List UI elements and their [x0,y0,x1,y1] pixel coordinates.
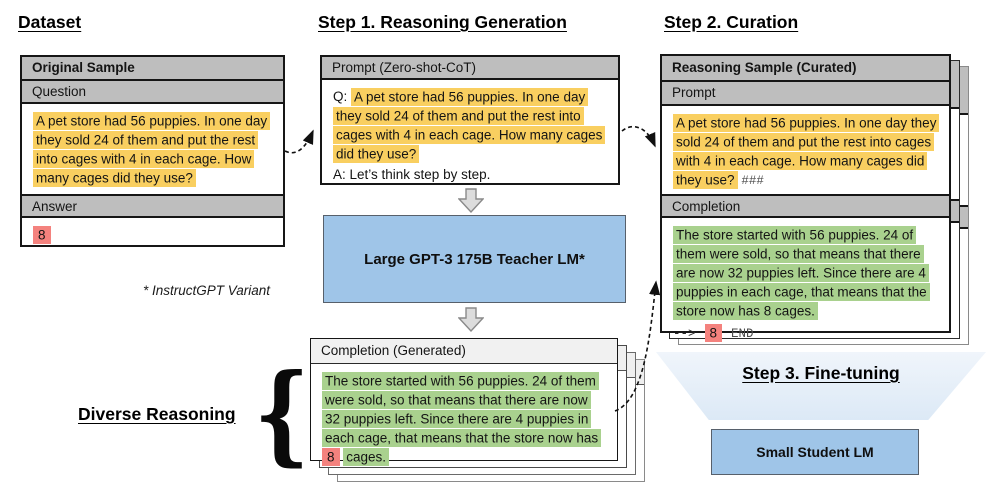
generated-answer-value: 8 [322,447,340,466]
curated-completion-label: Completion [662,194,949,218]
curated-prompt-body: A pet store had 56 puppies. In one day t… [662,106,949,196]
generated-completion-card: Completion (Generated) The store started… [310,338,618,466]
teacher-lm-box: Large GPT-3 175B Teacher LM* [323,215,626,303]
left-brace-glyph: { [253,351,310,477]
generated-reasoning-tail: cages. [343,447,390,466]
generated-card-body: The store started with 56 puppies. 24 of… [311,364,617,473]
teacher-footnote: * InstructGPT Variant [143,283,271,298]
answer-body: 8 [22,218,283,251]
answer-arrow: --> [673,327,696,341]
dashed-arrow-step1-to-step2 [621,125,656,148]
curated-sample-card: Reasoning Sample (Curated) Prompt A pet … [660,54,951,342]
original-sample-title: Original Sample [22,57,283,81]
answer-value: 8 [33,225,51,244]
question-label: Question [22,81,283,104]
curated-prompt-text: A pet store had 56 puppies. In one day t… [673,113,940,189]
generated-card-title: Completion (Generated) [311,339,617,364]
q-prefix: Q: [333,89,348,104]
step2-heading: Step 2. Curation [664,12,799,32]
diverse-reasoning-label: Diverse Reasoning [78,404,236,424]
curated-answer-value: 8 [704,323,723,342]
curated-reasoning-text: The store started with 56 puppies. 24 of… [673,225,930,320]
end-token: END [731,327,754,341]
zero-shot-cot-prompt-card: Prompt (Zero-shot-CoT) Q: A pet store ha… [320,55,620,185]
down-arrow-icon [458,307,484,332]
student-lm-box: Small Student LM [711,429,919,475]
prompt-delimiter: ### [741,174,764,188]
original-sample-card: Original Sample Question A pet store had… [20,55,285,247]
cot-trigger-line: A: Let’s think step by step. [333,167,491,182]
step3-heading: Step 3. Fine-tuning [742,363,900,383]
generated-reasoning-text: The store started with 56 puppies. 24 of… [322,371,602,447]
prompt-question-text: A pet store had 56 puppies. In one day t… [333,87,606,163]
curated-answer-line: --> 8 END [673,323,938,344]
curated-completion-body: The store started with 56 puppies. 24 of… [662,218,949,351]
fine-tuning-funnel: Step 3. Fine-tuning [656,352,986,420]
question-text: A pet store had 56 puppies. In one day t… [33,111,271,187]
answer-label: Answer [22,194,283,218]
step1-heading: Step 1. Reasoning Generation [318,12,567,32]
down-arrow-icon [458,188,484,213]
dashed-arrow-dataset-to-step1 [284,129,314,154]
prompt-card-title: Prompt (Zero-shot-CoT) [322,57,618,80]
question-body: A pet store had 56 puppies. In one day t… [22,104,283,196]
dataset-heading: Dataset [18,12,82,32]
prompt-card-body: Q: A pet store had 56 puppies. In one da… [322,80,618,191]
curated-card-title: Reasoning Sample (Curated) [662,56,949,82]
curated-prompt-label: Prompt [662,82,949,106]
